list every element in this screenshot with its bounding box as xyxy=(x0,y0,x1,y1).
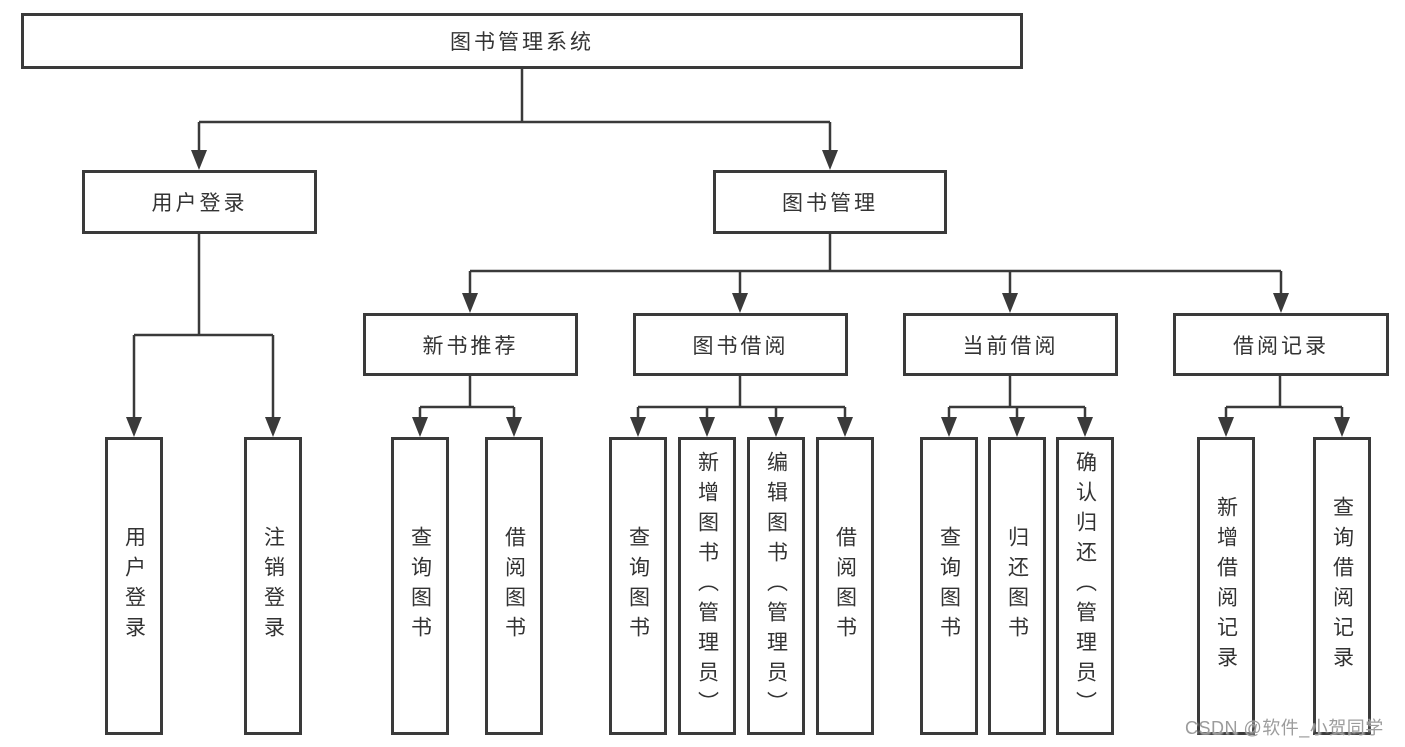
node-current-borrow-label: 当前借阅 xyxy=(962,334,1059,358)
node-book-borrow-label: 图书借阅 xyxy=(692,334,789,358)
csdn-watermark: CSDN @软件_小贺同学 xyxy=(1185,718,1384,738)
connector-userlogin-to-leaves xyxy=(126,234,281,437)
leaf-edit-books-admin-label: 编辑图书（管理员） xyxy=(764,451,788,721)
node-root: 图书管理系统 xyxy=(21,13,1023,69)
node-book-borrow: 图书借阅 xyxy=(633,313,848,376)
connector-borrowrecords-to-leaves xyxy=(1218,376,1350,437)
leaf-return-books: 归还图书 xyxy=(988,437,1046,735)
leaf-user-login: 用户登录 xyxy=(105,437,163,735)
leaf-user-login-label: 用户登录 xyxy=(122,526,146,646)
leaf-borrow-books-recommend-label: 借阅图书 xyxy=(502,526,526,646)
connector-newbooks-to-leaves xyxy=(412,376,522,437)
leaf-query-books-borrow-label: 查询图书 xyxy=(626,526,650,646)
leaf-confirm-return-admin: 确认归还（管理员） xyxy=(1056,437,1114,735)
leaf-return-books-label: 归还图书 xyxy=(1005,526,1029,646)
leaf-query-books-recommend-label: 查询图书 xyxy=(408,526,432,646)
leaf-query-books-current-label: 查询图书 xyxy=(937,526,961,646)
connector-bookmgmt-to-level3 xyxy=(462,233,1289,313)
leaf-borrow-books-borrow: 借阅图书 xyxy=(816,437,874,735)
leaf-confirm-return-admin-label: 确认归还（管理员） xyxy=(1073,451,1097,721)
leaf-logout: 注销登录 xyxy=(244,437,302,735)
node-current-borrow: 当前借阅 xyxy=(903,313,1118,376)
node-new-book-recommend: 新书推荐 xyxy=(363,313,578,376)
leaf-add-borrow-record-label: 新增借阅记录 xyxy=(1214,496,1238,676)
leaf-add-books-admin: 新增图书（管理员） xyxy=(678,437,736,735)
leaf-add-books-admin-label: 新增图书（管理员） xyxy=(695,451,719,721)
connector-root-to-level2 xyxy=(191,69,838,170)
node-root-label: 图书管理系统 xyxy=(450,31,594,54)
connector-bookborrow-to-leaves xyxy=(630,376,853,437)
node-user-login-label: 用户登录 xyxy=(151,192,248,215)
leaf-query-borrow-record-label: 查询借阅记录 xyxy=(1330,496,1354,676)
node-borrow-records-label: 借阅记录 xyxy=(1233,334,1329,358)
leaf-borrow-books-recommend: 借阅图书 xyxy=(485,437,543,735)
node-user-login: 用户登录 xyxy=(82,170,317,234)
leaf-edit-books-admin: 编辑图书（管理员） xyxy=(747,437,805,735)
node-new-book-recommend-label: 新书推荐 xyxy=(422,334,519,358)
leaf-query-books-borrow: 查询图书 xyxy=(609,437,667,735)
node-book-management-label: 图书管理 xyxy=(782,192,878,215)
leaf-add-borrow-record: 新增借阅记录 xyxy=(1197,437,1255,735)
leaf-logout-label: 注销登录 xyxy=(261,526,285,646)
leaf-query-borrow-record: 查询借阅记录 xyxy=(1313,437,1371,735)
leaf-query-books-recommend: 查询图书 xyxy=(391,437,449,735)
connector-currentborrow-to-leaves xyxy=(941,376,1093,437)
leaf-query-books-current: 查询图书 xyxy=(920,437,978,735)
node-book-management: 图书管理 xyxy=(713,170,947,234)
node-borrow-records: 借阅记录 xyxy=(1173,313,1389,376)
leaf-borrow-books-borrow-label: 借阅图书 xyxy=(833,526,857,646)
